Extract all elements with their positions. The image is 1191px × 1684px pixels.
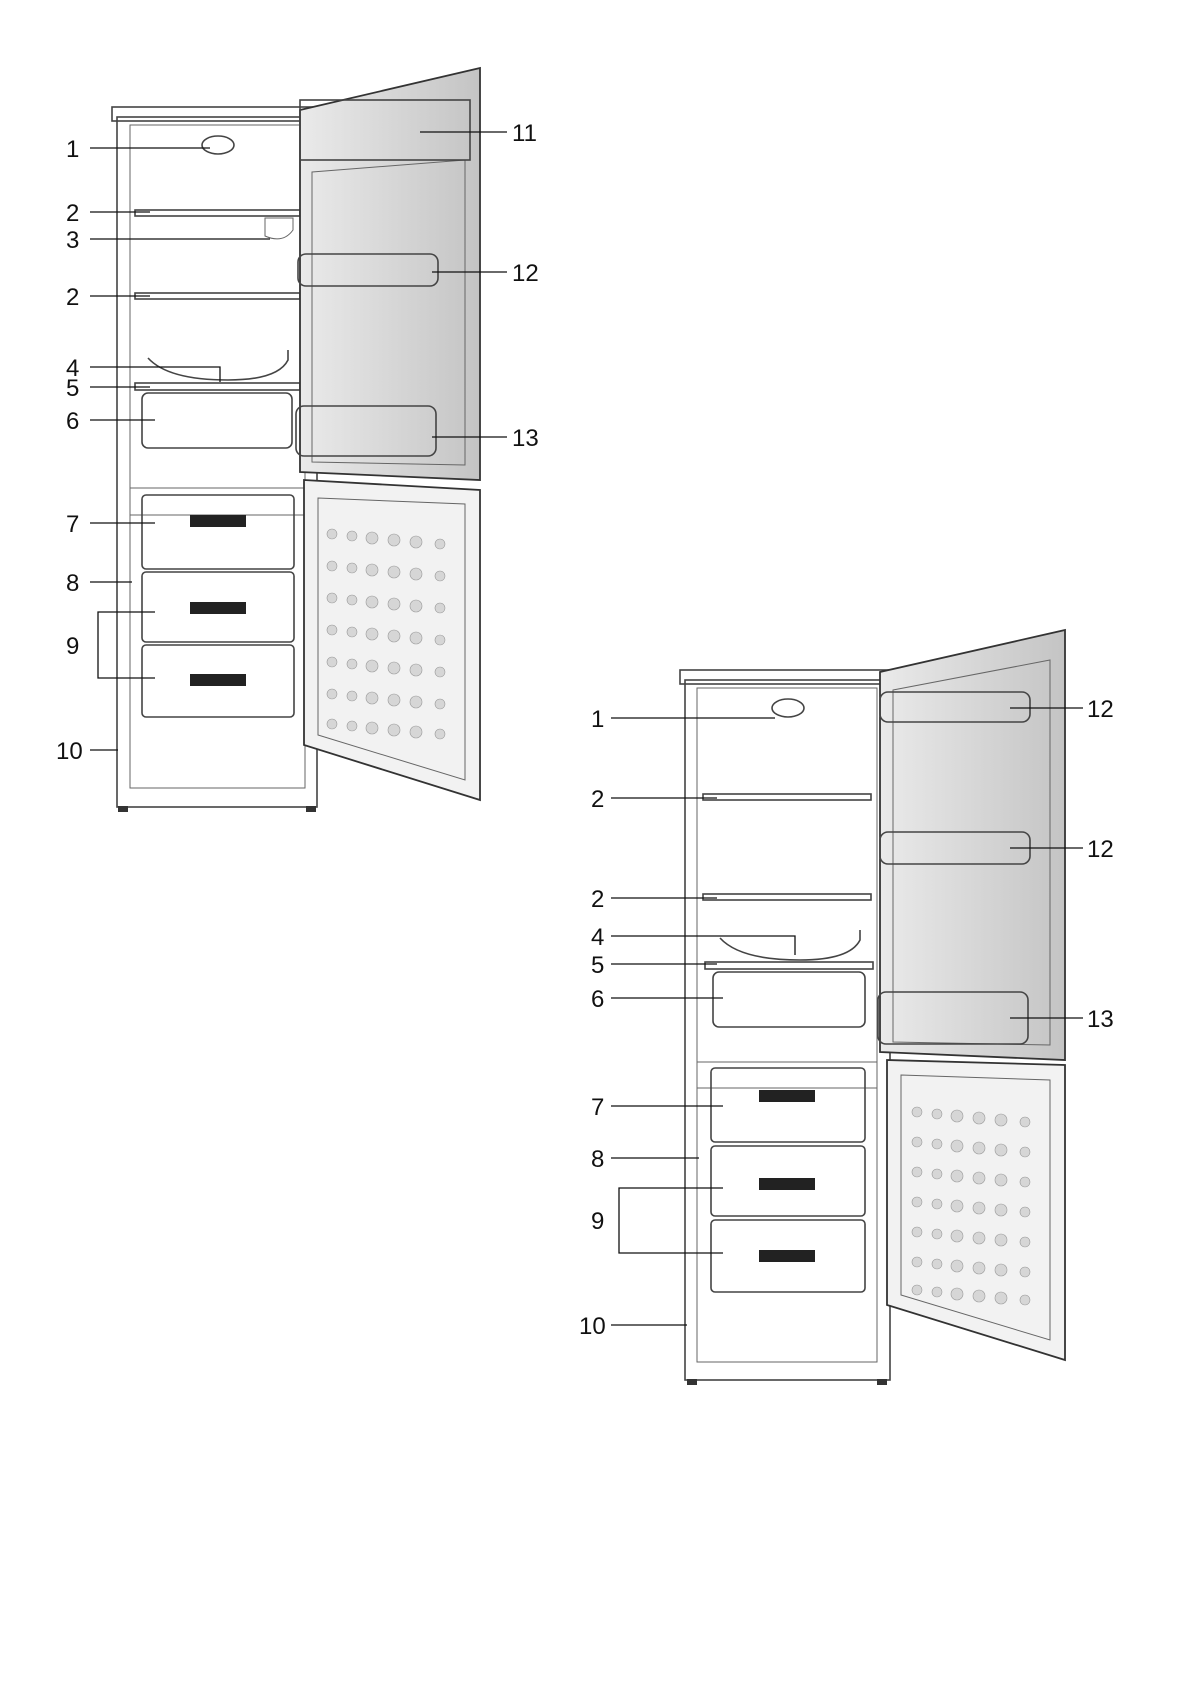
drawer-handle: [190, 515, 246, 527]
callout-2: 2: [66, 200, 79, 227]
callout-9: 9: [591, 1208, 604, 1235]
cabinet-body: [117, 117, 317, 807]
lamp-housing: [772, 699, 804, 717]
water-tray: [720, 930, 860, 960]
cabinet-top: [680, 670, 895, 684]
fan-cover: [265, 218, 293, 239]
fridge-diagram-a: 1 2 3 2 4 5 6 7 8 9 10 11 12 13: [60, 60, 580, 890]
lamp-housing: [202, 136, 234, 154]
adjustable-foot: [687, 1379, 697, 1385]
drawer-handle: [759, 1250, 815, 1262]
water-tray: [148, 350, 288, 380]
crisper-cover: [135, 383, 300, 390]
cabinet-top: [112, 107, 322, 121]
fridge-door: [880, 630, 1065, 1060]
drawer-handle: [190, 674, 246, 686]
fridge-compartment: [697, 688, 877, 1088]
callout-12: 12: [512, 260, 539, 287]
fridge-compartment: [130, 125, 305, 515]
shelf: [703, 794, 871, 800]
crisper: [142, 393, 292, 448]
adjustable-foot: [118, 806, 128, 812]
callout-13: 13: [1087, 1006, 1114, 1033]
callout-10: 10: [56, 738, 83, 765]
callout-8: 8: [591, 1146, 604, 1173]
callout-9: 9: [66, 633, 79, 660]
callout-12: 12: [1087, 836, 1114, 863]
adjustable-foot: [877, 1379, 887, 1385]
callout-6: 6: [591, 986, 604, 1013]
callout-1: 1: [66, 136, 79, 163]
callout-7: 7: [591, 1094, 604, 1121]
callout-8: 8: [66, 570, 79, 597]
drawer-handle: [759, 1090, 815, 1102]
fridge-illustration-a: 1 2 3 2 4 5 6 7 8 9 10 11 12 13: [60, 60, 580, 890]
callout-1: 1: [591, 706, 604, 733]
adjustable-foot: [306, 806, 316, 812]
callout-12: 12: [1087, 696, 1114, 723]
fridge-diagram-b: 1 2 2 4 5 6 7 8 9 10 12 12 13: [625, 620, 1145, 1460]
callout-5: 5: [66, 375, 79, 402]
callout-3: 3: [66, 227, 79, 254]
crisper-cover: [705, 962, 873, 969]
freezer-drawer: [142, 495, 294, 569]
callout-11: 11: [512, 120, 537, 147]
freezer-compartment: [130, 488, 305, 788]
callout-2: 2: [591, 786, 604, 813]
crisper: [713, 972, 865, 1027]
cabinet-body: [685, 680, 890, 1380]
shelf: [135, 210, 300, 216]
callout-6: 6: [66, 408, 79, 435]
shelf: [135, 293, 300, 299]
fridge-door: [300, 68, 480, 480]
drawer-handle: [190, 602, 246, 614]
callout-4: 4: [591, 924, 604, 951]
freezer-drawer: [711, 1068, 865, 1142]
callout-13: 13: [512, 425, 539, 452]
shelf: [703, 894, 871, 900]
callout-2: 2: [66, 284, 79, 311]
fridge-illustration-b: 1 2 2 4 5 6 7 8 9 10 12 12 13: [625, 620, 1145, 1460]
callout-2: 2: [591, 886, 604, 913]
callout-10: 10: [579, 1313, 606, 1340]
callout-5: 5: [591, 952, 604, 979]
callout-7: 7: [66, 511, 79, 538]
drawer-handle: [759, 1178, 815, 1190]
freezer-compartment: [697, 1062, 877, 1362]
